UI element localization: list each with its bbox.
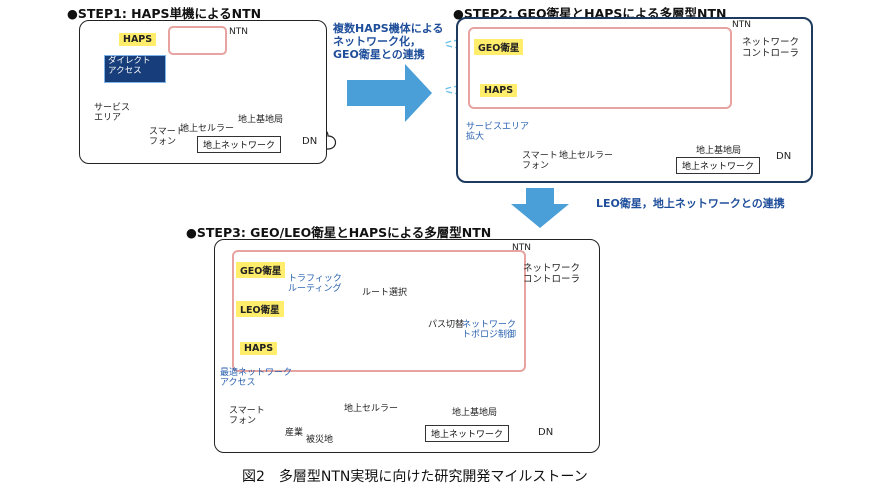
step1-ntn-label: NTN — [229, 27, 248, 37]
step3-smartphone-label: スマート フォン — [229, 406, 265, 427]
step1-service-area-label: サービス エリア — [94, 103, 131, 124]
step2-ground-cell-label: 地上セルラー — [559, 151, 614, 161]
arrow2-text: LEO衛星，地上ネットワークとの連携 — [596, 197, 785, 210]
step1-haps-box — [168, 26, 227, 55]
step1-ground-network-label: 地上ネットワーク — [197, 136, 282, 153]
step3-path-switch-label: パス切替 — [428, 320, 465, 330]
step2-geo-label: GEO衛星 — [474, 39, 524, 55]
step2-smartphone-label: スマート フォン — [522, 151, 558, 172]
step2-dn-label: DN — [776, 151, 792, 162]
step1-title: ●STEP1: HAPS単機によるNTN — [67, 6, 262, 21]
step1-direct-access-label: ダイレクト アクセス — [104, 55, 166, 83]
step3-controller-label: ネットワーク コントローラ — [523, 263, 581, 285]
step3-ground-base-label: 地上基地局 — [452, 408, 498, 418]
step1-ground-base-label: 地上基地局 — [238, 115, 284, 125]
step1-smartphone-label: スマート フォン — [149, 127, 185, 148]
step3-disaster-area-label: 被災地 — [306, 435, 334, 445]
step2-service-area-label: サービスエリア 拡大 — [466, 122, 530, 143]
arrow1-text: 複数HAPS機体による ネットワーク化， GEO衛星との連携 — [333, 22, 444, 62]
step3-traffic-routing-label: トラフィック ルーティング — [288, 274, 342, 295]
step3-dn-label: DN — [538, 427, 554, 438]
step2-ntn-label: NTN — [732, 20, 751, 30]
step3-route-select-label: ルート選択 — [362, 288, 408, 298]
step3-topology-control-label: ネットワーク トポロジ制御 — [462, 320, 517, 341]
step3-title: ●STEP3: GEO/LEO衛星とHAPSによる多層型NTN — [186, 225, 492, 240]
big-arrow-right — [347, 64, 432, 122]
figure-caption: 図2 多層型NTN実現に向けた研究開発マイルストーン — [242, 469, 588, 485]
step1-dn-label: DN — [302, 136, 318, 147]
step3-ntn-label: NTN — [512, 243, 531, 253]
step3-ground-cell-label: 地上セルラー — [344, 404, 399, 414]
step2-ground-base-label: 地上基地局 — [696, 146, 742, 156]
step3-industry-label: 産業 — [285, 428, 304, 438]
step3-geo-label: GEO衛星 — [236, 262, 286, 278]
step3-optimal-access-label: 最適ネットワーク アクセス — [220, 368, 293, 389]
step3-ntn-box — [232, 250, 526, 372]
step1-haps-label: HAPS — [119, 33, 157, 46]
step2-ntn-box — [468, 27, 732, 109]
step3-ground-network-label: 地上ネットワーク — [425, 425, 510, 442]
big-arrow-down — [511, 188, 569, 228]
step2-controller-label: ネットワーク コントローラ — [742, 37, 800, 59]
step3-leo-label: LEO衛星 — [236, 301, 284, 317]
step1-ground-cell-label: 地上セルラー — [180, 124, 235, 134]
step3-haps-label: HAPS — [240, 342, 278, 355]
step2-haps-label: HAPS — [480, 84, 518, 97]
step2-ground-network-label: 地上ネットワーク — [676, 157, 761, 174]
